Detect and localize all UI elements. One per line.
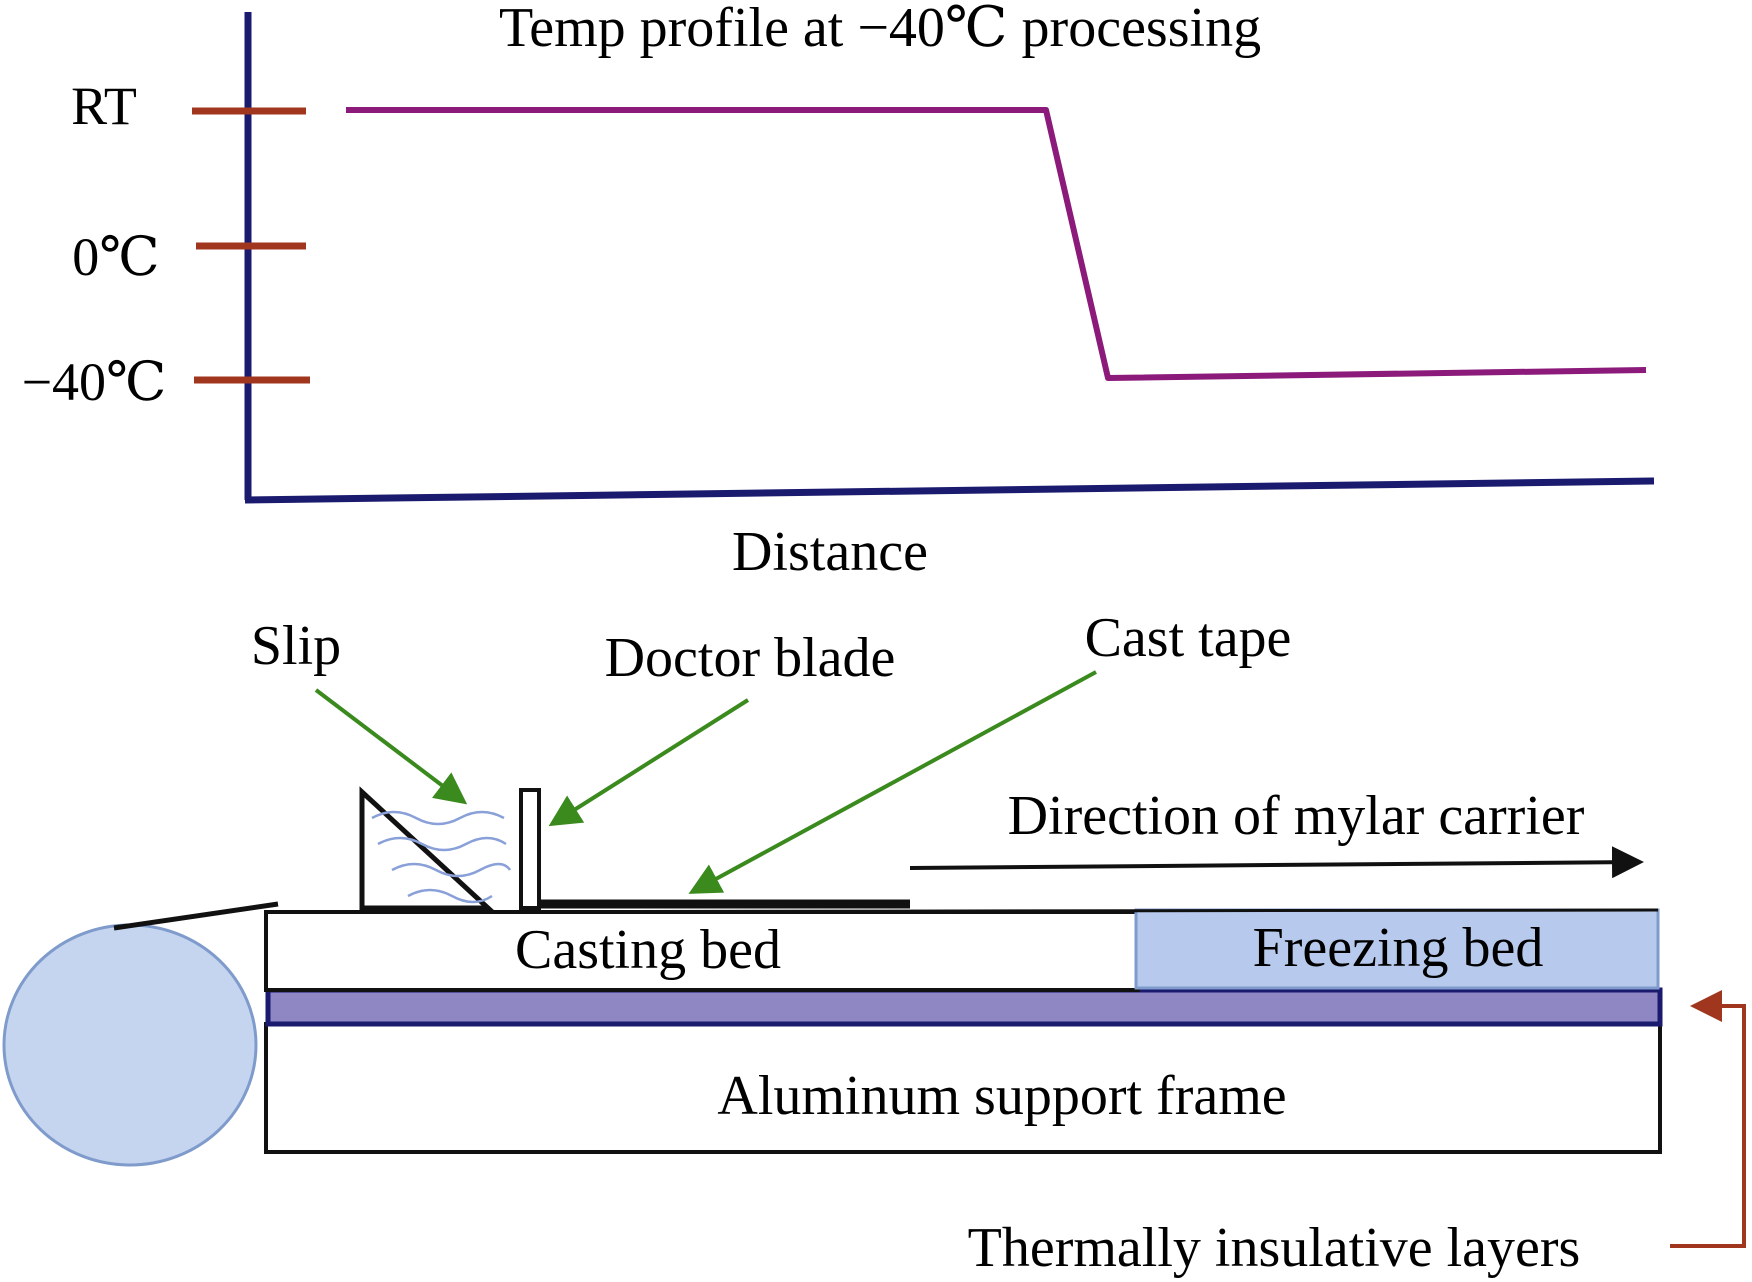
casting-bed-label: Casting bed (515, 919, 781, 981)
insulative-layer (265, 987, 1663, 1027)
aluminum-support-frame (264, 1022, 1662, 1154)
doctor-blade (519, 788, 541, 910)
mylar-carrier-feed (113, 901, 279, 931)
casting-bed (264, 910, 1140, 992)
slip-pointer-arrow (314, 688, 468, 805)
cast-tape-label: Cast tape (1085, 607, 1292, 669)
direction-arrow (909, 846, 1644, 879)
y-tick-label-rt: RT (71, 76, 137, 136)
x-axis (244, 477, 1655, 504)
slip-reservoir-dam (359, 786, 495, 911)
temp-profile-graph: Temp profile at −40℃ processing RT 0℃ −4… (22, 0, 1655, 583)
doctor-blade-pointer-arrow (548, 698, 750, 827)
graph-title: Temp profile at −40℃ processing (499, 0, 1261, 59)
insulative-layers-callout-arrow (1670, 990, 1746, 1248)
y-tick-label-0c: 0℃ (72, 227, 159, 287)
temperature-profile-line (346, 107, 1647, 381)
freezing-bed-label: Freezing bed (1253, 917, 1544, 979)
direction-label: Direction of mylar carrier (1008, 785, 1585, 847)
carrier-roll (2, 923, 258, 1167)
slip-waves (371, 810, 512, 904)
x-axis-label: Distance (732, 521, 928, 583)
support-frame-label: Aluminum support frame (717, 1065, 1286, 1127)
insulative-layers-label: Thermally insulative layers (968, 1217, 1581, 1279)
doctor-blade-label: Doctor blade (605, 627, 896, 689)
bed-top-edge (265, 908, 1659, 914)
tape-casting-apparatus: Slip Doctor blade Cast tape Direction of… (2, 607, 1746, 1279)
cast-tape-pointer-arrow (688, 670, 1097, 894)
slip-label: Slip (251, 615, 341, 677)
y-tick-label-minus40c: −40℃ (22, 352, 167, 412)
